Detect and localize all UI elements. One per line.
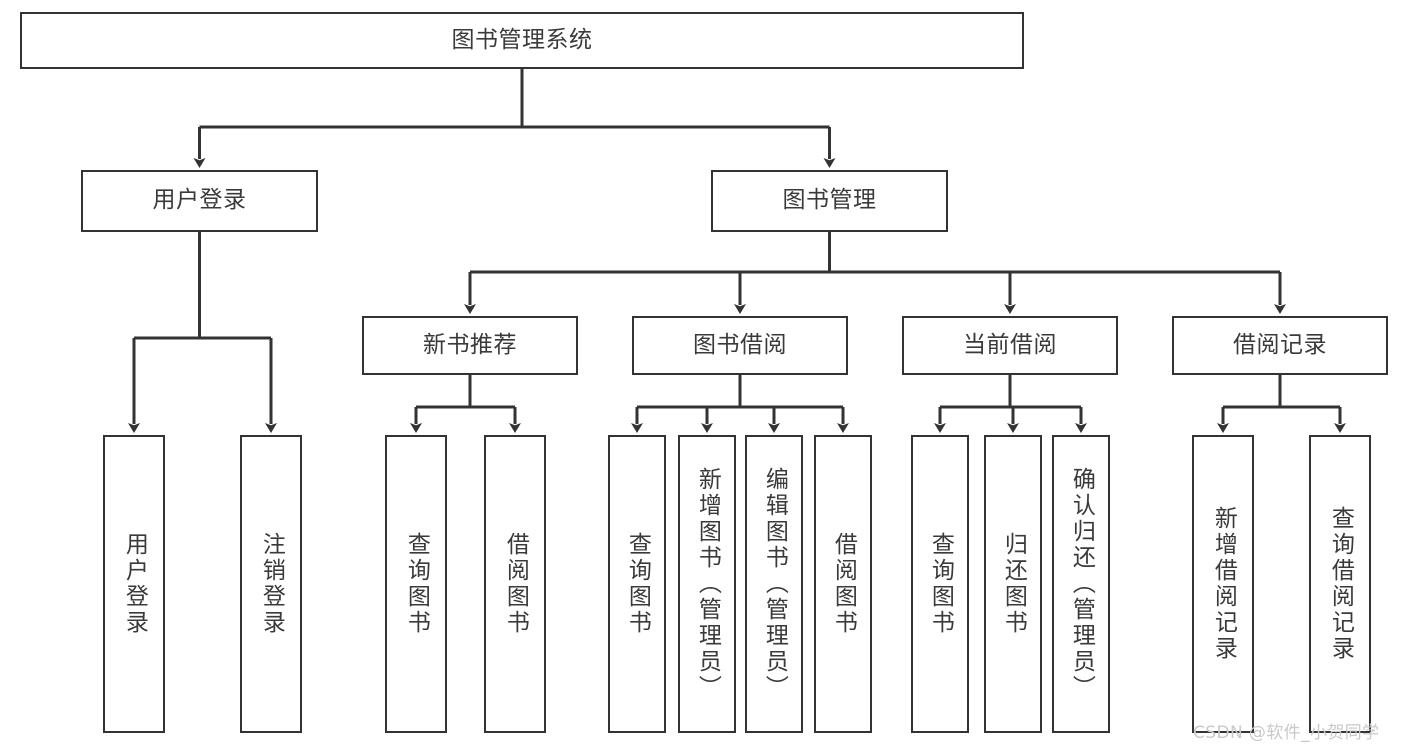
- node-new-book-recommend-label: 新书推荐: [423, 331, 517, 358]
- node-book-borrow-label: 图书借阅: [693, 331, 787, 358]
- leaf-query-book-borrow-label: 查询图书: [624, 532, 651, 636]
- leaf-confirm-return-admin[interactable]: 确认归还（管理员）: [1052, 435, 1110, 733]
- node-book-management[interactable]: 图书管理: [711, 170, 948, 232]
- leaf-query-book-recommend-label: 查询图书: [403, 532, 430, 636]
- node-book-management-label: 图书管理: [782, 187, 877, 214]
- node-new-book-recommend[interactable]: 新书推荐: [362, 316, 578, 375]
- leaf-add-borrow-record[interactable]: 新增借阅记录: [1192, 435, 1254, 733]
- leaf-add-book-admin-label: 新增图书（管理员）: [694, 467, 721, 701]
- leaf-edit-book-admin[interactable]: 编辑图书（管理员）: [745, 435, 803, 733]
- node-current-borrow-label: 当前借阅: [963, 331, 1057, 358]
- leaf-query-book-current-label: 查询图书: [927, 532, 954, 636]
- node-user-login-label: 用户登录: [152, 187, 247, 214]
- leaf-user-login[interactable]: 用户登录: [103, 435, 165, 733]
- leaf-query-borrow-record[interactable]: 查询借阅记录: [1309, 435, 1371, 733]
- node-root-label: 图书管理系统: [451, 26, 593, 53]
- node-current-borrow[interactable]: 当前借阅: [902, 316, 1118, 375]
- leaf-return-book-label: 归还图书: [1000, 532, 1027, 636]
- leaf-add-book-admin[interactable]: 新增图书（管理员）: [678, 435, 736, 733]
- leaf-borrow-book-recommend[interactable]: 借阅图书: [484, 435, 546, 733]
- leaf-add-borrow-record-label: 新增借阅记录: [1210, 506, 1237, 662]
- leaf-query-book-current[interactable]: 查询图书: [911, 435, 969, 733]
- leaf-confirm-return-admin-label: 确认归还（管理员）: [1068, 467, 1095, 701]
- node-book-borrow[interactable]: 图书借阅: [632, 316, 848, 375]
- node-root[interactable]: 图书管理系统: [20, 12, 1024, 69]
- leaf-user-logout[interactable]: 注销登录: [240, 435, 302, 733]
- csdn-watermark: CSDN @软件_小贺同学: [1193, 723, 1380, 743]
- leaf-user-login-label: 用户登录: [121, 532, 148, 636]
- leaf-borrow-book-recommend-label: 借阅图书: [502, 532, 529, 636]
- node-borrow-record[interactable]: 借阅记录: [1172, 316, 1388, 375]
- leaf-query-book-recommend[interactable]: 查询图书: [385, 435, 447, 733]
- leaf-query-borrow-record-label: 查询借阅记录: [1327, 506, 1354, 662]
- leaf-user-logout-label: 注销登录: [258, 532, 285, 636]
- leaf-borrow-book-label: 借阅图书: [830, 532, 857, 636]
- leaf-borrow-book[interactable]: 借阅图书: [814, 435, 872, 733]
- node-user-login[interactable]: 用户登录: [81, 170, 318, 232]
- node-borrow-record-label: 借阅记录: [1233, 331, 1327, 358]
- leaf-edit-book-admin-label: 编辑图书（管理员）: [761, 467, 788, 701]
- leaf-return-book[interactable]: 归还图书: [984, 435, 1042, 733]
- leaf-query-book-borrow[interactable]: 查询图书: [608, 435, 666, 733]
